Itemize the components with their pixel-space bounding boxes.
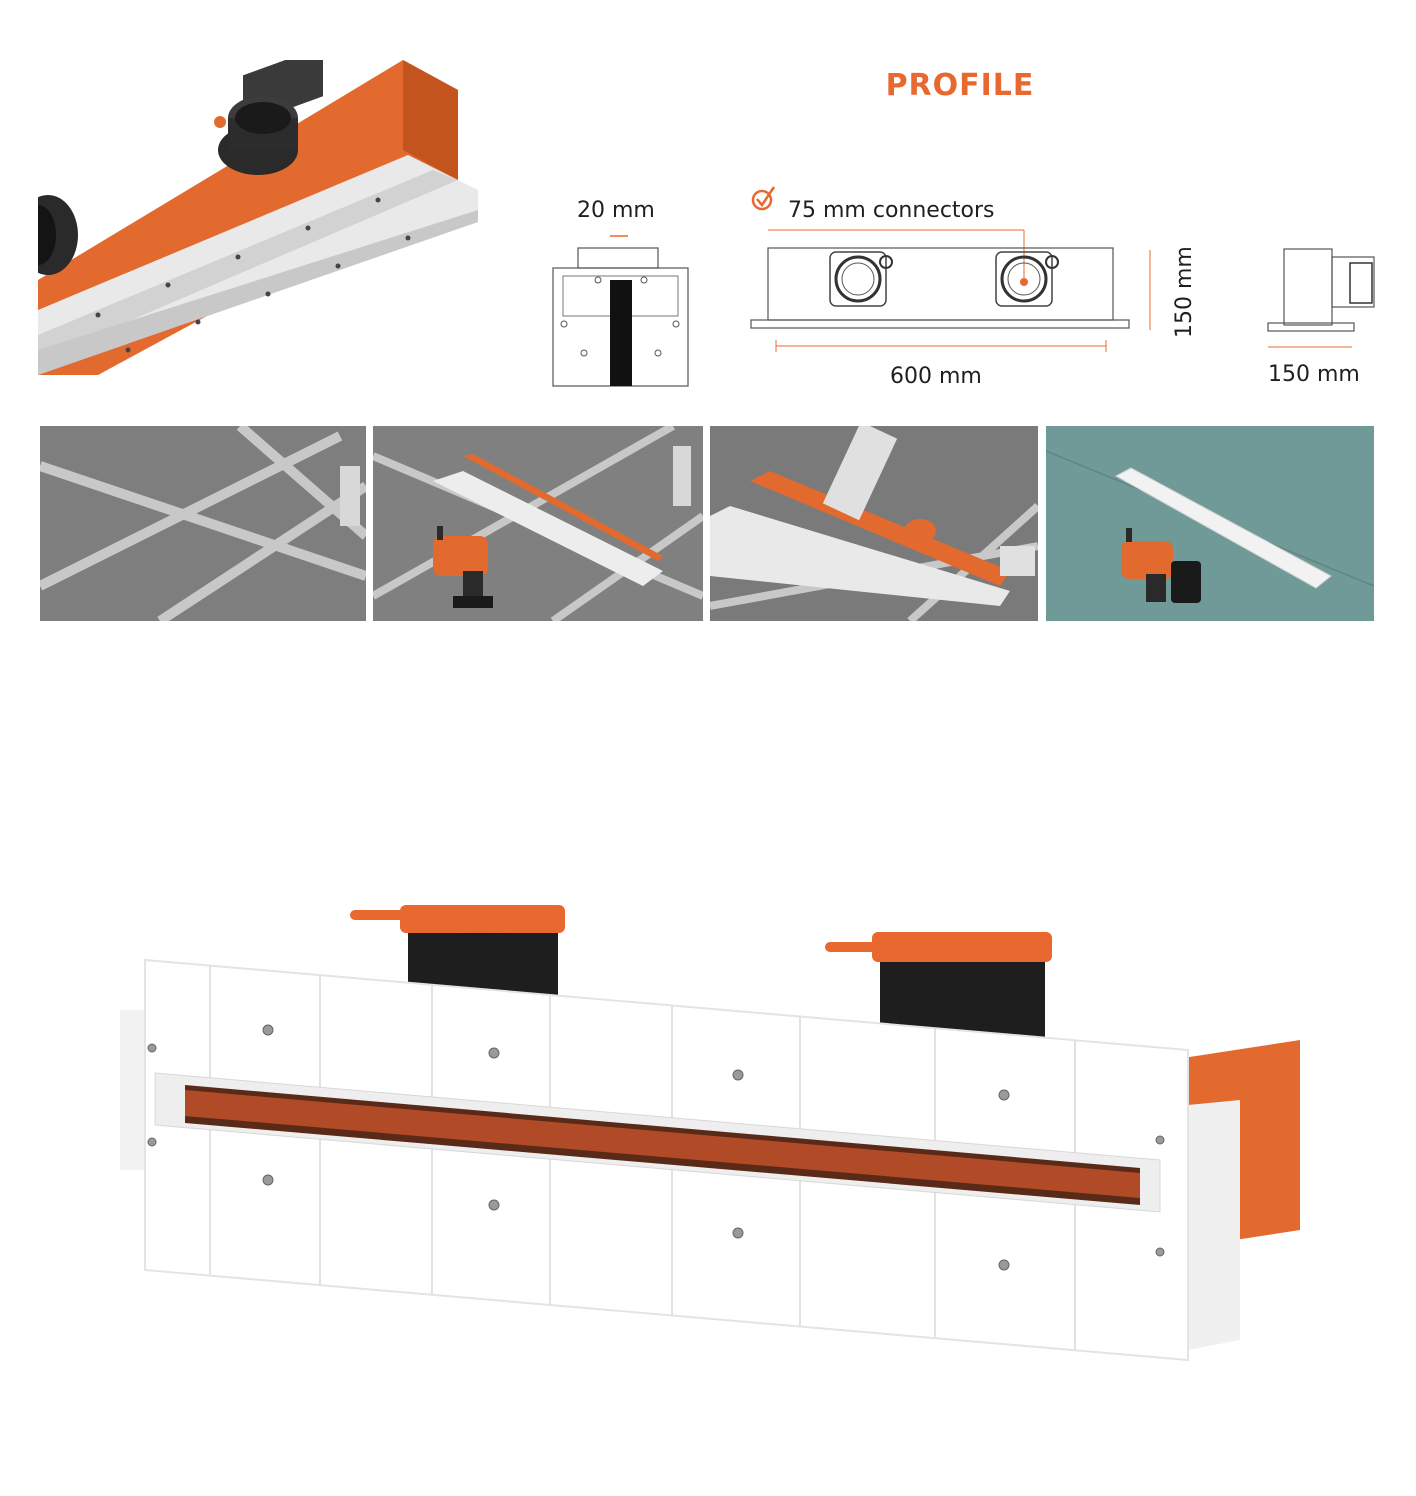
side-profile-drawing (552, 235, 689, 387)
connectors-label: 75 mm connectors (788, 198, 995, 223)
diffuser-hero-render (38, 60, 478, 375)
ceiling-grid-photo (40, 426, 366, 621)
drill-install-photo (373, 426, 703, 621)
side-width-label: 20 mm (577, 198, 655, 223)
length-label: 600 mm (890, 364, 982, 389)
end-profile-drawing (1267, 248, 1375, 348)
front-profile-drawing (750, 229, 1130, 352)
depth-label: 150 mm (1268, 362, 1360, 387)
connector-icon (214, 60, 323, 175)
drill-icon (1121, 528, 1201, 603)
duct-connection-photo (710, 426, 1038, 621)
height-label: 150 mm (1172, 246, 1197, 338)
finished-ceiling-photo (1046, 426, 1374, 621)
drill-icon (433, 526, 493, 608)
check-icon (751, 186, 776, 211)
height-dimension-line (1149, 250, 1151, 330)
diffuser-product-render (120, 905, 1300, 1362)
profile-title: PROFILE (885, 68, 1035, 103)
